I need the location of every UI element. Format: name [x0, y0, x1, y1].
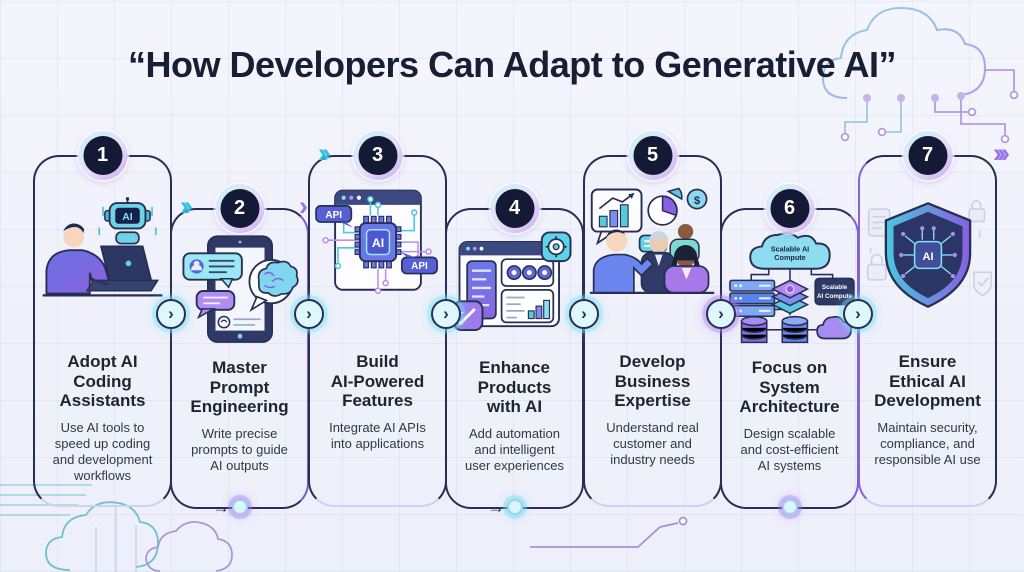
step-4-title: Enhance Products with AI [477, 358, 552, 417]
step-2-title: Master Prompt Engineering [190, 358, 289, 417]
step-6-title: Focus on System Architecture [739, 358, 840, 417]
flow-chevron-connector: › [156, 299, 186, 329]
step-3-description: Integrate AI APIs into applications [329, 420, 426, 452]
flow-arrow-icon: → [212, 498, 230, 517]
step-5-number-badge: 5 [628, 131, 677, 180]
step-card-6: 6 Scalable AI Compute [720, 184, 859, 515]
flow-chevron-connector: › [294, 299, 324, 329]
chevron-right-icon: › [581, 303, 587, 323]
circuit-trace-decoration-bottom [530, 516, 688, 548]
step-card-5: 5 $ [583, 131, 722, 507]
step-1-title: Adopt AI Coding Assistants [59, 352, 146, 411]
step-7-title: Ensure Ethical AI Development [874, 352, 981, 411]
step-4-number: 4 [495, 189, 534, 228]
step-6-text: Focus on System Architecture Design scal… [716, 358, 863, 474]
step-5-description: Understand real customer and industry ne… [606, 420, 699, 468]
cloud-label-line2: Compute [774, 253, 805, 262]
step-1-number: 1 [83, 136, 122, 175]
api-tag-label: API [325, 210, 342, 221]
chevron-right-icon: › [855, 303, 861, 323]
illustration-prompt-engineering [174, 232, 306, 355]
step-7-number-badge: 7 [903, 131, 952, 180]
flow-chevrons-icon: ›› [180, 191, 193, 221]
compute-box-label-line2: AI Compute [816, 293, 852, 300]
step-1-number-badge: 1 [78, 131, 127, 180]
flow-chevron-icon: › [299, 191, 308, 221]
step-card-3: ›› 3 [308, 131, 447, 507]
flow-chevrons-icon: ›› [318, 138, 331, 168]
step-4-description: Add automation and intelligent user expe… [465, 426, 564, 474]
chevron-right-icon: › [168, 303, 174, 323]
flow-chevrons-icon: ››› [993, 138, 1010, 168]
flow-chevron-connector: › [843, 299, 873, 329]
page-title: “How Developers Can Adapt to Generative … [127, 44, 897, 85]
step-card-7: ››› 7 [858, 131, 1010, 507]
illustration-ethical-ai: AI [861, 197, 995, 318]
step-2-text: Master Prompt Engineering Write precise … [166, 358, 313, 474]
step-7-description: Maintain security, compliance, and respo… [874, 420, 981, 468]
chevron-right-icon: › [443, 303, 449, 323]
step-2-description: Write precise prompts to guide AI output… [191, 426, 288, 474]
flow-chevron-connector: › [431, 299, 461, 329]
flow-arrow-icon: → [487, 498, 505, 517]
step-6-number: 6 [770, 189, 809, 228]
step-6-description: Design scalable and cost-efficient AI sy… [740, 426, 839, 474]
illustration-system-architecture: Scalable AI Compute Scalable [722, 230, 858, 359]
step-7-text: Ensure Ethical AI Development Maintain s… [854, 352, 1001, 468]
cloud-circuit-decoration-top-right [821, 6, 1019, 144]
shield-chip-ai-label: AI [922, 251, 933, 263]
step-5-text: Develop Business Expertise Understand re… [579, 352, 726, 468]
illustration-business-expertise: $ [586, 185, 720, 310]
chevron-right-icon: › [306, 303, 312, 323]
step-6-number-badge: 6 [765, 184, 814, 233]
step-5-number: 5 [633, 136, 672, 175]
flow-node [231, 499, 248, 515]
chevron-right-icon: › [718, 303, 724, 323]
step-4-number-badge: 4 [490, 184, 539, 233]
illustration-enhance-products [448, 228, 582, 349]
illustration-ai-powered-features: AI API API [311, 183, 445, 310]
step-1-text: Adopt AI Coding Assistants Use AI tools … [29, 352, 176, 485]
flow-node [506, 499, 523, 515]
step-3-text: Build AI-Powered Features Integrate AI A… [304, 352, 451, 452]
flow-node [781, 499, 798, 515]
flow-chevron-connector: › [569, 299, 599, 329]
cloud-label-line1: Scalable AI [770, 244, 808, 253]
step-5-title: Develop Business Expertise [614, 352, 691, 411]
dollar-coin-symbol: $ [693, 195, 700, 207]
step-3-number: 3 [358, 136, 397, 175]
step-3-number-badge: 3 [353, 131, 402, 180]
robot-ai-label: AI [122, 212, 132, 223]
step-card-4: 4 [445, 184, 584, 517]
flow-chevron-connector: › [706, 299, 736, 329]
step-7-number: 7 [908, 136, 947, 175]
step-card-2: ›› › 2 [170, 184, 309, 517]
step-3-title: Build AI-Powered Features [330, 352, 425, 411]
chip-ai-label: AI [371, 236, 383, 250]
compute-box-label-line1: Scalable [821, 284, 847, 291]
step-2-number-badge: 2 [215, 184, 264, 233]
api-tag-label: API [411, 261, 428, 272]
step-4-text: Enhance Products with AI Add automation … [441, 358, 588, 474]
step-card-1: 1 AI [33, 131, 172, 507]
illustration-ai-coding-assistant: AI [37, 197, 169, 314]
step-2-number: 2 [220, 189, 259, 228]
step-1-description: Use AI tools to speed up coding and deve… [52, 420, 153, 484]
